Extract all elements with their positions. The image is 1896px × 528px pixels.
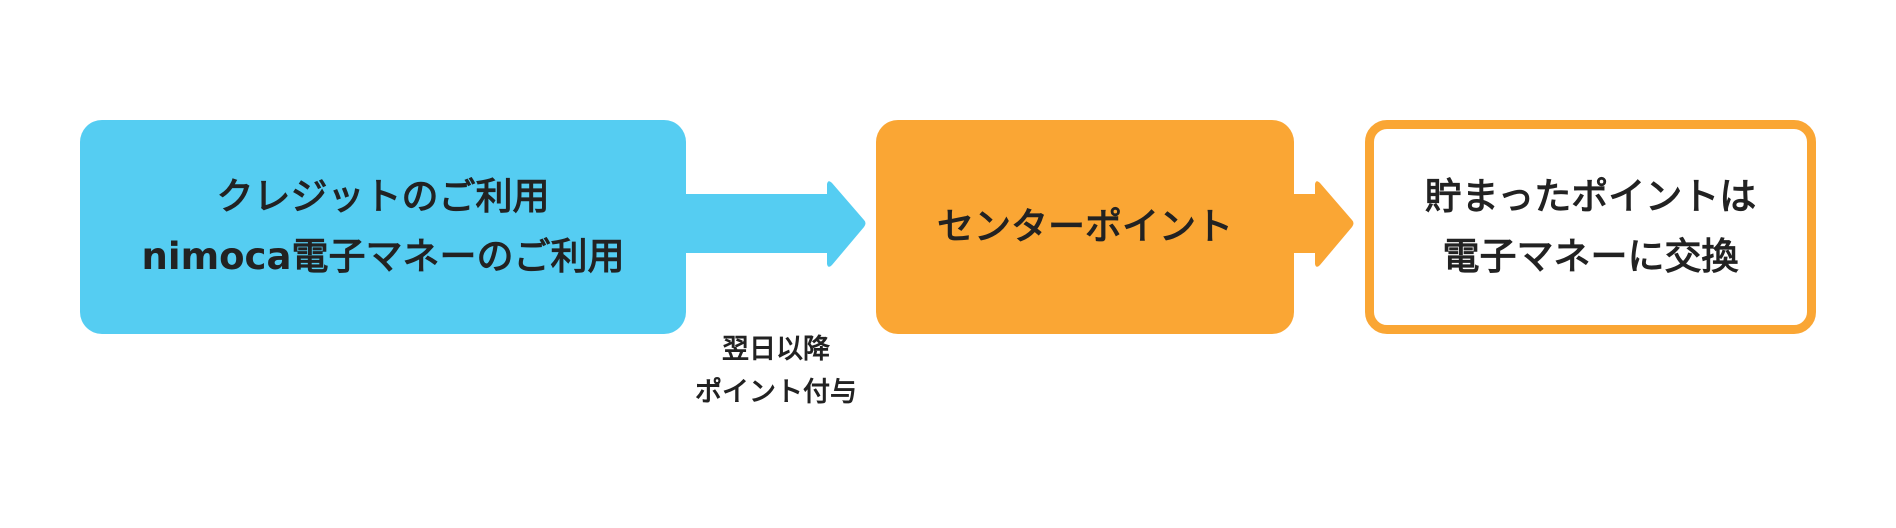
arrow-step2-to-step3 xyxy=(1290,181,1354,267)
arrow1-note-line1: 翌日以降 xyxy=(722,334,830,365)
step1-line2: nimoca電子マネーのご利用 xyxy=(141,235,625,278)
step2-line1: センターポイント xyxy=(937,205,1233,248)
step3-line2: 電子マネーに交換 xyxy=(1442,235,1739,278)
step-exchange-to-emoney: 貯まったポイントは 電子マネーに交換 xyxy=(1365,120,1816,334)
step-credit-nimoca-usage: クレジットのご利用 nimoca電子マネーのご利用 xyxy=(80,120,686,334)
step-center-point: センターポイント xyxy=(876,120,1294,334)
arrow1-note: 翌日以降 ポイント付与 xyxy=(676,328,876,414)
arrow-step1-to-step2 xyxy=(680,181,866,267)
step3-line1: 貯まったポイントは xyxy=(1424,175,1757,218)
arrow1-note-line2: ポイント付与 xyxy=(695,377,857,408)
step1-line1: クレジットのご利用 xyxy=(216,175,550,218)
